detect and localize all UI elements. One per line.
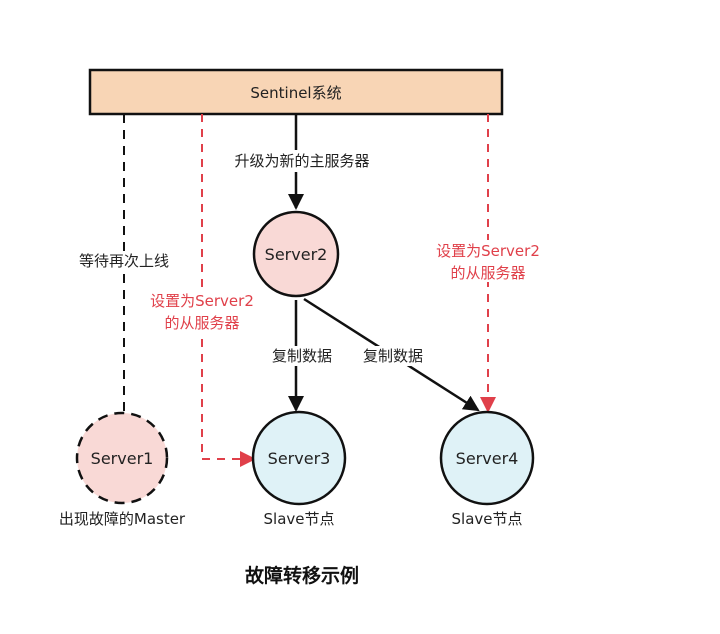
server1-caption: 出现故障的Master <box>59 510 186 528</box>
server3-label: Server3 <box>268 449 331 468</box>
edge-promote-label: 升级为新的主服务器 <box>234 152 369 170</box>
sentinel-label: Sentinel系统 <box>250 84 341 102</box>
edge-promote-label-bg <box>222 150 382 172</box>
server3-caption: Slave节点 <box>264 510 335 528</box>
edge-set-slave-left-label-line2: 的从服务器 <box>164 314 239 332</box>
edge-set-slave-left-label-line1: 设置为Server2 <box>150 292 254 310</box>
node-server1: Server1 出现故障的Master <box>59 411 186 528</box>
sentinel-system: Sentinel系统 <box>88 68 504 116</box>
edge-wait-label: 等待再次上线 <box>79 252 169 270</box>
sentinel-box <box>88 68 504 116</box>
server1-circle <box>75 411 169 505</box>
edge-set-slave-left-line <box>201 114 256 467</box>
edge-set-slave-right-label-line1: 设置为Server2 <box>436 242 540 260</box>
diagram-title: 故障转移示例 <box>245 564 359 587</box>
edge-set-slave-right-label-line2: 的从服务器 <box>450 264 525 282</box>
server3-circle <box>251 410 347 506</box>
edge-replicate-right-label-bg <box>356 346 428 366</box>
edge-replicate-right-label: 复制数据 <box>363 347 423 365</box>
node-server3: Server3 Slave节点 <box>251 410 347 528</box>
server4-label: Server4 <box>456 449 519 468</box>
edge-set-slave-left-label-bg <box>146 291 258 333</box>
edge-set-slave-right-label-bg <box>430 240 546 282</box>
server4-caption: Slave节点 <box>452 510 523 528</box>
node-server2: Server2 <box>252 210 340 298</box>
server2-label: Server2 <box>265 245 328 264</box>
edge-replicate-left-label-bg <box>266 346 336 366</box>
server1-label: Server1 <box>91 449 154 468</box>
node-server4: Server4 Slave节点 <box>439 410 535 528</box>
edge-wait-label-bg <box>70 251 180 271</box>
server4-circle <box>439 410 535 506</box>
server2-circle <box>252 210 340 298</box>
edge-replicate-left-label: 复制数据 <box>272 347 332 365</box>
